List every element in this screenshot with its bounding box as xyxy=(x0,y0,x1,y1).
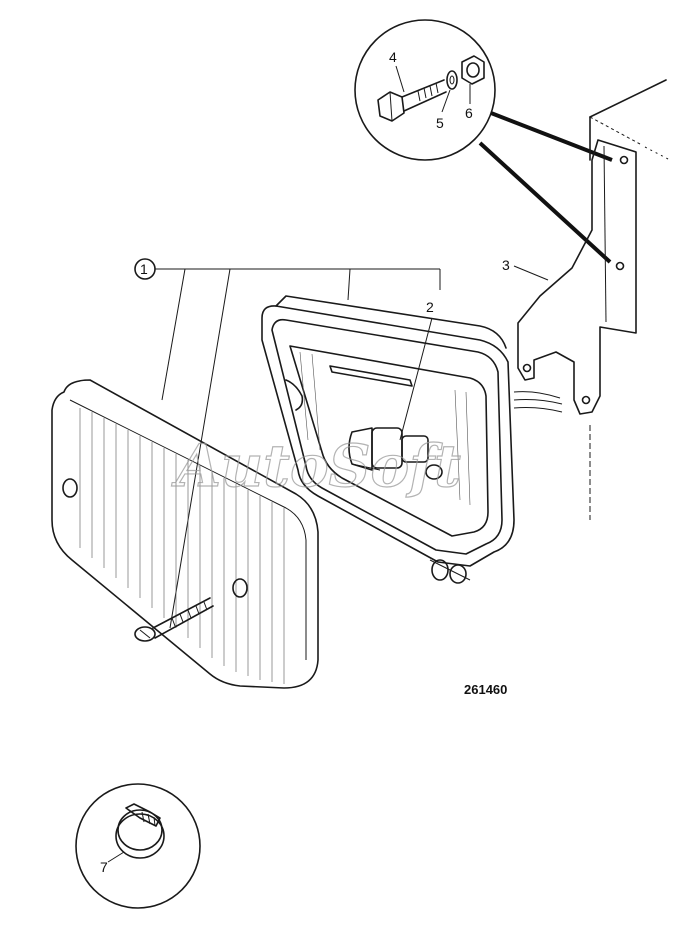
fastener-detail-circle xyxy=(354,19,496,161)
callout-4: 4 xyxy=(389,49,397,65)
drawing-number: 261460 xyxy=(464,682,507,697)
hose-clamp-detail-circle xyxy=(75,783,201,909)
lamp-lens xyxy=(51,379,319,689)
callout-1-marker xyxy=(134,258,441,629)
callout-6: 6 xyxy=(465,105,473,121)
detail-pointer-lines xyxy=(478,111,613,264)
bulb xyxy=(348,427,443,480)
lamp-housing xyxy=(261,295,563,584)
callout-5: 5 xyxy=(436,115,444,131)
nut xyxy=(461,55,485,85)
hose-clamp xyxy=(115,803,165,859)
callout-7: 7 xyxy=(100,859,108,875)
lock-washer xyxy=(446,70,458,90)
mounting-bracket xyxy=(517,139,637,520)
watermark: AutoSoft xyxy=(171,432,461,500)
callout-1: 1 xyxy=(140,261,148,277)
bolt xyxy=(377,79,447,122)
screw xyxy=(134,597,214,642)
callout-2: 2 xyxy=(426,299,434,315)
callout-3: 3 xyxy=(502,257,510,273)
cab-corner xyxy=(589,79,671,161)
